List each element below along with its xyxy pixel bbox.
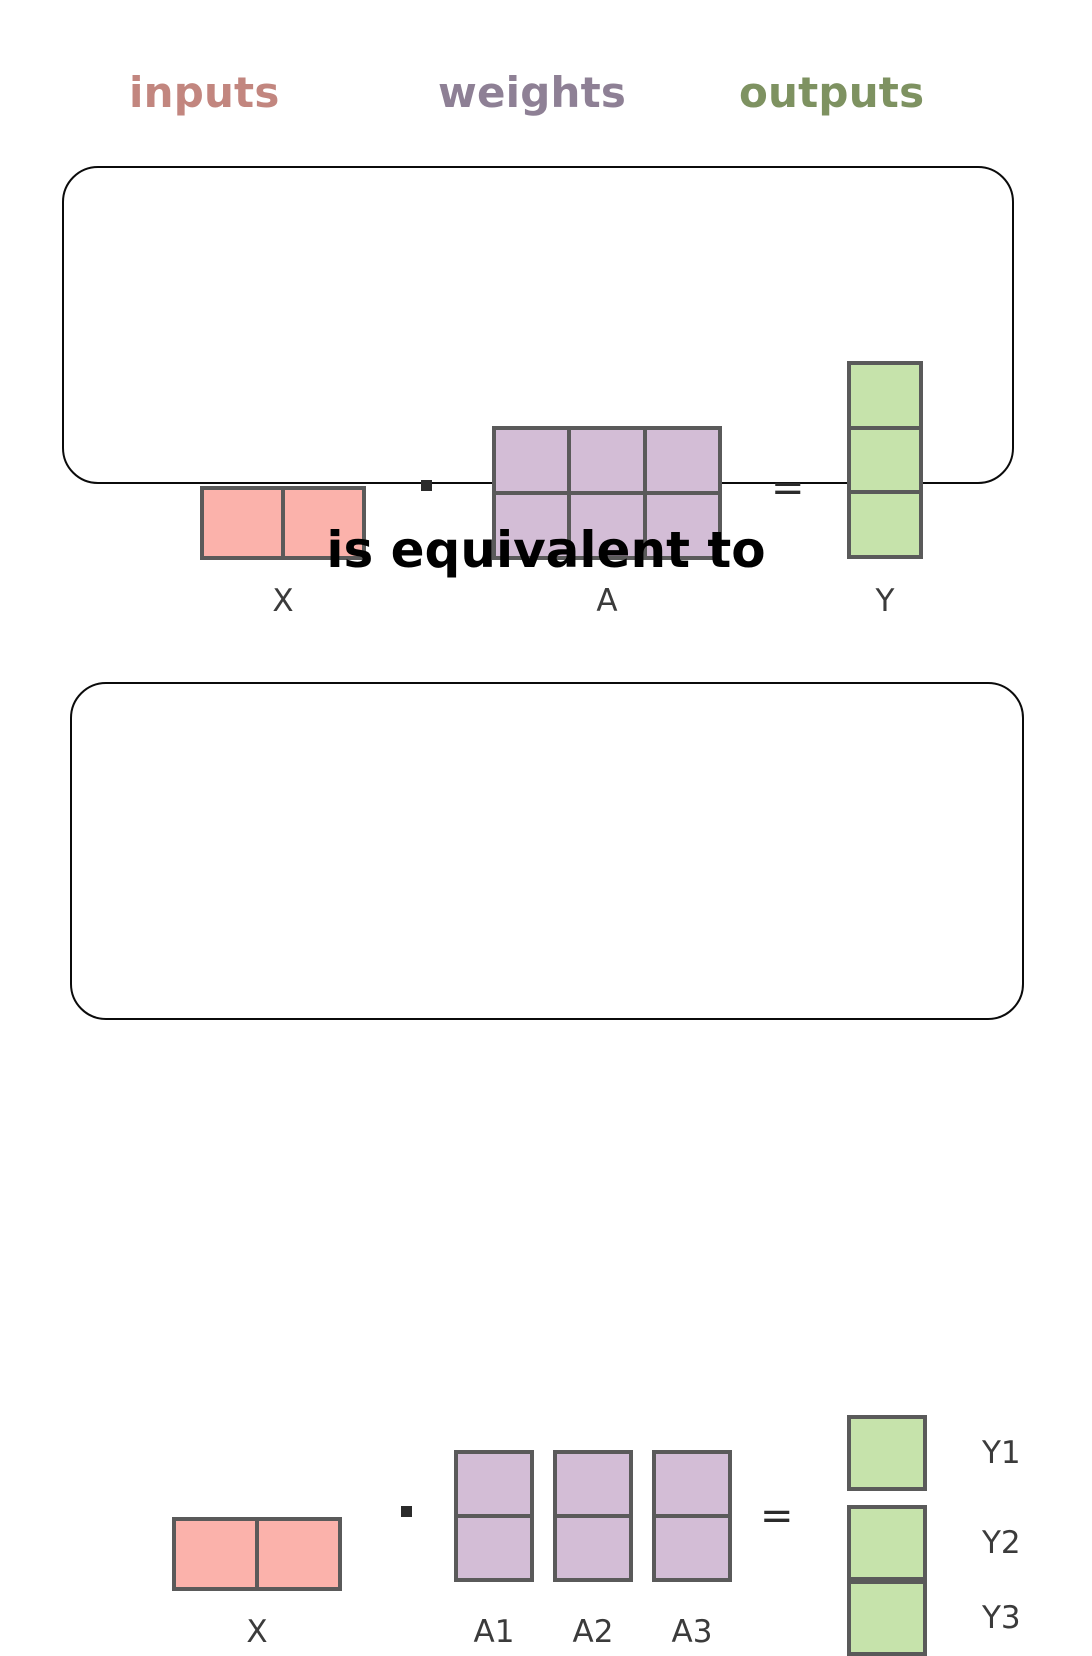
bottom-output-matrix-label-y2: Y2 (982, 1525, 1021, 1561)
top-weight-matrix-label: A (596, 583, 618, 619)
matrix-cell (851, 429, 919, 491)
matrix-cell (176, 1521, 255, 1587)
matrix-cell (851, 494, 919, 555)
matrix-cell (557, 1518, 629, 1578)
matrix-cell (458, 1518, 530, 1578)
top-weight-matrix-a (492, 426, 722, 560)
matrix-cell (851, 1509, 923, 1577)
matrix-cell (571, 495, 643, 556)
bottom-weight-matrix-label-a1: A1 (473, 1614, 515, 1650)
matrix-cell (458, 1454, 530, 1514)
bottom-weight-matrix-label-a3: A3 (671, 1614, 713, 1650)
bottom-equation-panel: X A1 A2 A3 = Y1 Y2 Y3 (70, 682, 1024, 1656)
dot-product-operator-icon (421, 480, 432, 491)
bottom-output-matrix-y2 (847, 1505, 927, 1581)
bottom-weight-matrix-a3 (652, 1450, 732, 1582)
bottom-output-matrix-label-y1: Y1 (982, 1435, 1021, 1471)
matrix-cell (259, 1521, 338, 1587)
equals-operator-icon: = (771, 465, 805, 511)
matrix-cell (204, 490, 281, 556)
bottom-weight-matrix-a1 (454, 1450, 534, 1582)
matrix-cell (646, 430, 718, 491)
bottom-weight-matrix-label-a2: A2 (572, 1614, 614, 1650)
matrix-cell (285, 490, 362, 556)
bottom-weight-matrix-a2 (553, 1450, 633, 1582)
legend-label-inputs: inputs (129, 68, 280, 117)
bottom-input-matrix-x (172, 1517, 342, 1591)
matrix-cell (656, 1518, 728, 1578)
matrix-cell (496, 430, 568, 491)
matrix-cell (646, 495, 718, 556)
legend-row: inputs weights outputs (0, 64, 1092, 122)
bottom-output-matrix-label-y3: Y3 (982, 1600, 1021, 1636)
matrix-cell (656, 1454, 728, 1514)
matrix-cell (851, 1584, 923, 1652)
equivalence-caption: is equivalent to (326, 521, 766, 579)
bottom-output-matrix-y1 (847, 1415, 927, 1491)
equals-operator-icon: = (760, 1493, 794, 1539)
bottom-output-matrix-y3 (847, 1580, 927, 1656)
bottom-input-matrix-label: X (246, 1614, 268, 1650)
top-output-matrix-y (847, 361, 923, 559)
legend-label-outputs: outputs (739, 68, 925, 117)
matrix-cell (557, 1454, 629, 1514)
matrix-cell (496, 495, 568, 556)
legend-label-weights: weights (438, 68, 627, 117)
top-input-matrix-x (200, 486, 366, 560)
matrix-cell (851, 365, 919, 426)
top-equation-panel: X A = Y (62, 166, 1014, 617)
top-output-matrix-label: Y (875, 583, 895, 619)
matrix-cell (571, 430, 643, 491)
dot-product-operator-icon (401, 1506, 412, 1517)
matrix-cell (851, 1419, 923, 1487)
top-input-matrix-label: X (272, 583, 294, 619)
